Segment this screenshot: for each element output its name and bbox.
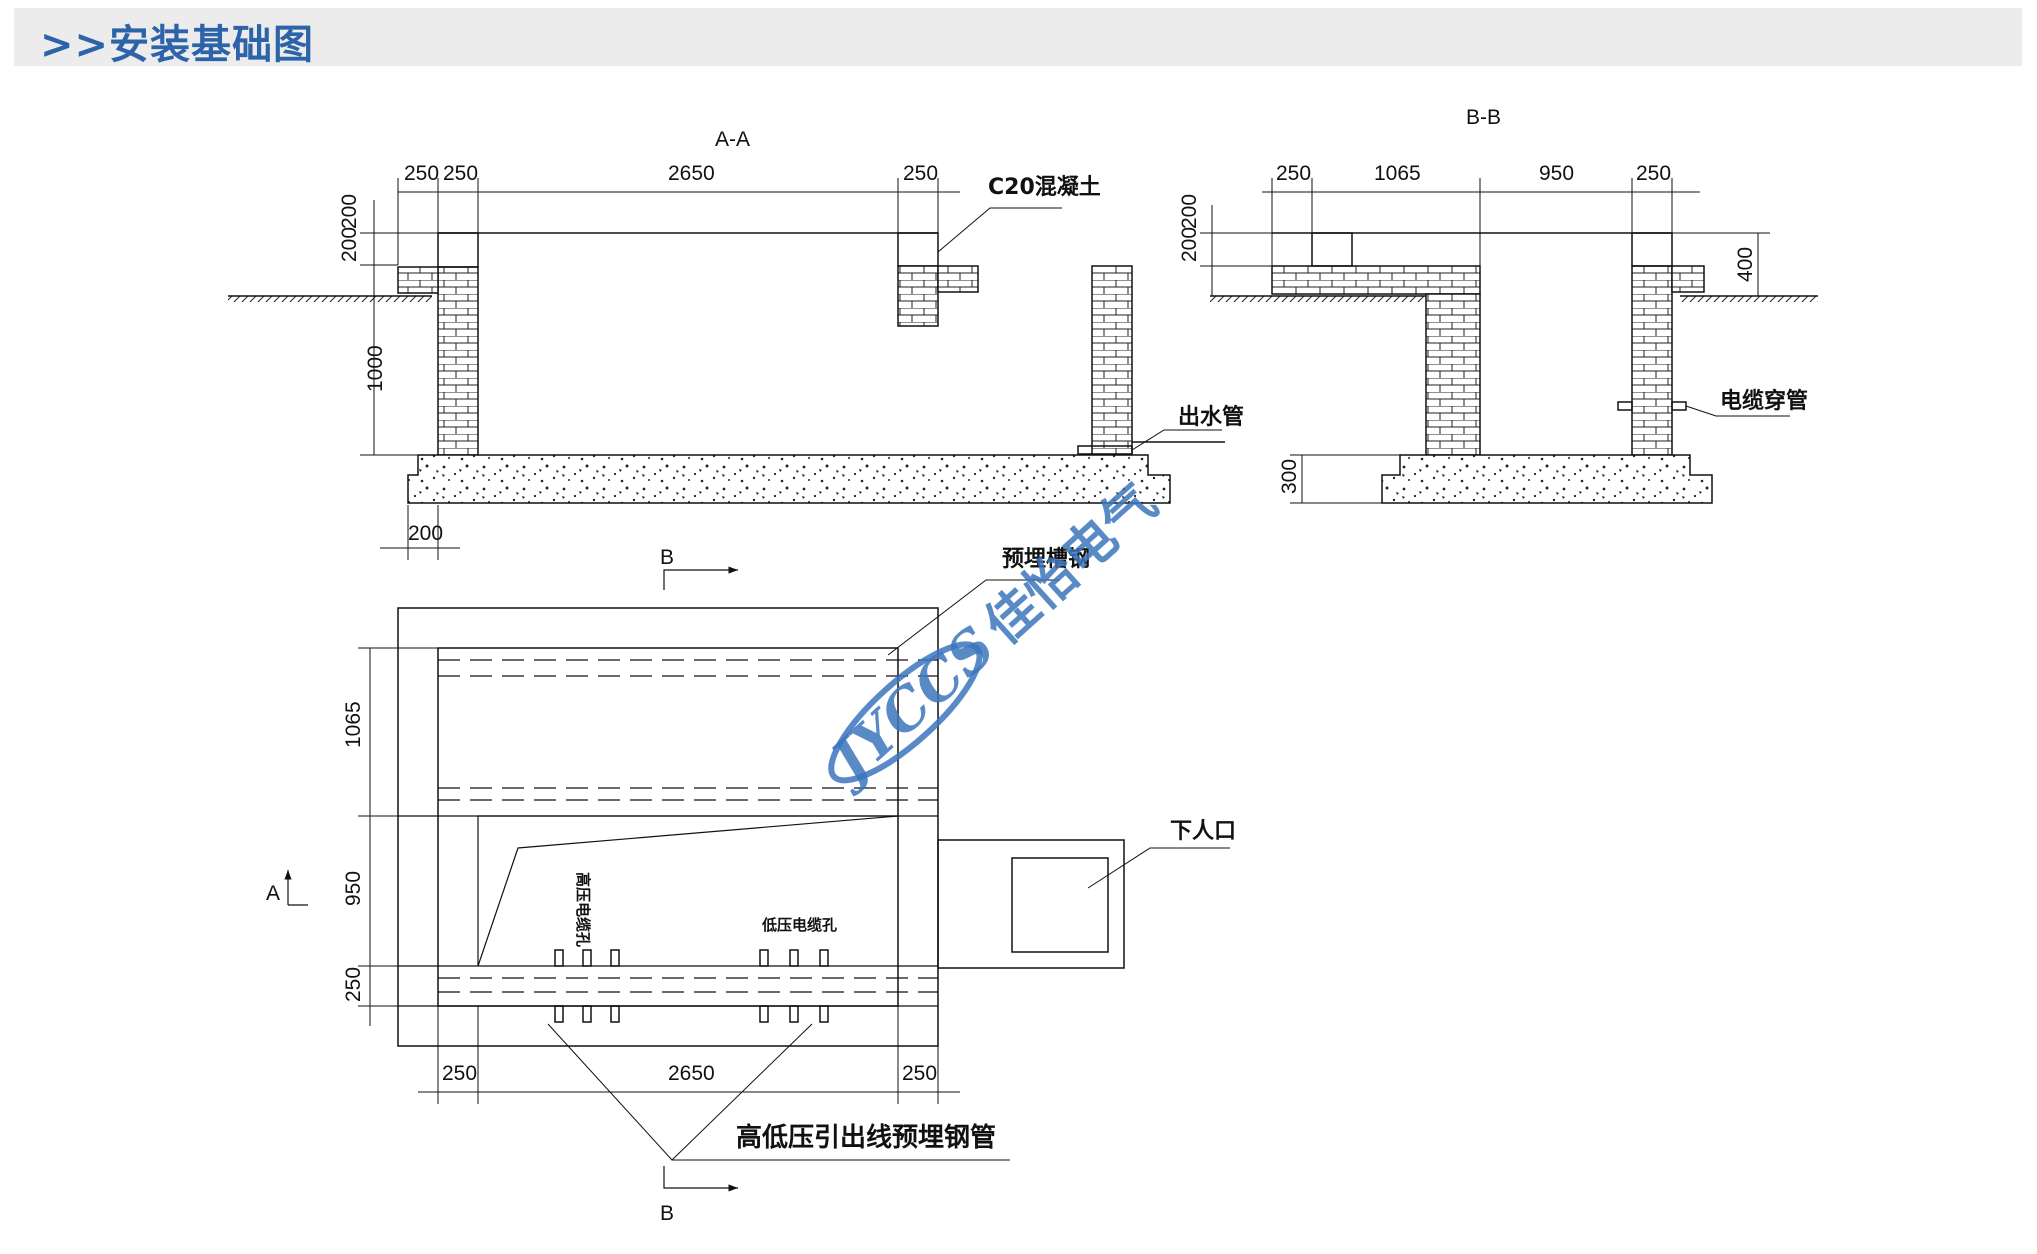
section-bb-title: B-B [1466,106,1501,129]
plan-dim-bottom-1: 250 [442,1062,477,1085]
bb-dim-top-1: 250 [1276,162,1311,185]
bb-dim-left-1: 200 [1178,227,1201,262]
plan-view-labels: B B A 1065 950 250 250 2650 250 预埋槽钢 下人口… [266,546,1236,1225]
label-steel-pipe: 高低压引出线预埋钢管 [736,1122,996,1153]
aa-dim-top-4: 250 [903,162,938,185]
bb-dim-right: 400 [1734,247,1757,282]
aa-dim-top-1: 250 [404,162,439,185]
brand-watermark: JYCCS 佳怡电气 [812,473,1168,800]
aa-dim-top-2: 250 [443,162,478,185]
page-title: >>安装基础图 [40,22,315,68]
aa-dim-top-3: 2650 [668,162,715,185]
section-mark-b-top: B [660,546,674,569]
label-hv-cable-hole: 高压电缆孔 [574,872,592,947]
label-manhole: 下人口 [1170,819,1236,844]
section-mark-a: A [266,882,280,905]
label-outlet-pipe: 出水管 [1178,404,1244,430]
label-c20-concrete: C20混凝土 [988,174,1101,200]
label-channel-steel: 预埋槽钢 [1002,546,1090,572]
aa-dim-left-2: 200 [338,194,361,229]
section-bb-labels: B-B 250 1065 950 250 200 200 300 400 电缆穿… [1178,106,1808,494]
aa-dim-bottom: 200 [408,522,443,545]
plan-dim-bottom-2: 2650 [668,1062,715,1085]
bb-dim-top-3: 950 [1539,162,1574,185]
bb-dim-left-2: 200 [1178,194,1201,229]
plan-dim-left-3: 250 [342,967,365,1002]
section-aa [228,178,1225,560]
label-cable-pipe: 电缆穿管 [1720,388,1808,414]
plan-dim-bottom-3: 250 [902,1062,937,1085]
bb-dim-top-4: 250 [1636,162,1671,185]
plan-dim-left-2: 950 [342,871,365,906]
plan-view [284,566,1230,1192]
watermark-logo: JYCCS [812,614,1008,800]
header-bar: >>安装基础图 [14,8,2022,68]
plan-dim-left-1: 1065 [342,701,365,748]
aa-dim-left-1: 200 [338,227,361,262]
aa-dim-left-3: 1000 [364,345,387,392]
section-mark-b-bottom: B [660,1202,674,1225]
label-lv-cable-hole: 低压电缆孔 [761,916,837,934]
bb-dim-left-3: 300 [1278,459,1301,494]
bb-dim-top-2: 1065 [1374,162,1421,185]
section-aa-title: A-A [715,128,750,151]
section-aa-labels: A-A 250 250 2650 250 200 200 1000 200 C2… [338,128,1244,545]
section-bb [1200,178,1818,504]
